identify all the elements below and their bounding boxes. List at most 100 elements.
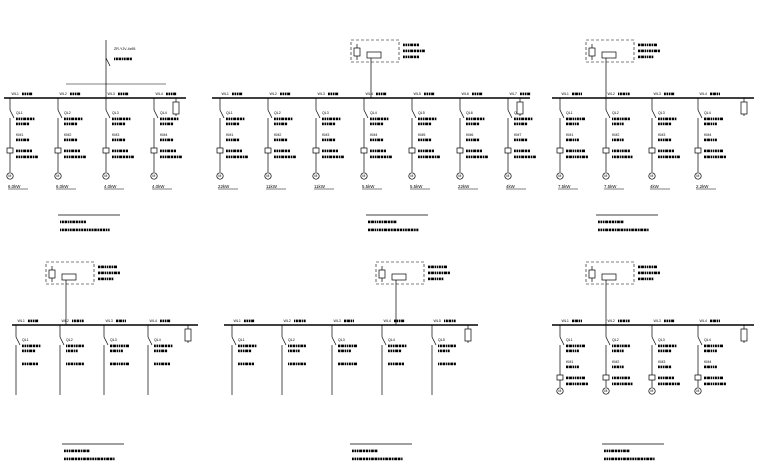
annotation-glyph: [473, 138, 477, 142]
annotation-glyph: [284, 138, 288, 142]
annotation-glyph: [245, 344, 249, 348]
annotation-glyph: [167, 149, 171, 153]
annotation-glyph: [158, 344, 161, 348]
annotation-glyph: [466, 122, 468, 126]
annotation-glyph: [106, 457, 109, 461]
annotation-glyph: [644, 49, 647, 53]
illegible-annotation: [612, 122, 624, 126]
annotation-glyph: [295, 362, 297, 366]
annotation-glyph: [353, 362, 357, 366]
annotation-glyph: [242, 362, 245, 366]
annotation-glyph: [115, 57, 118, 61]
annotation-glyph: [533, 155, 536, 159]
annotation-glyph: [77, 457, 80, 461]
annotation-glyph: [662, 344, 665, 348]
annotation-glyph: [666, 319, 668, 323]
annotation-glyph: [392, 362, 395, 366]
illegible-annotation: [638, 265, 657, 269]
motor-letter: M: [458, 174, 461, 178]
annotation-glyph: [524, 149, 528, 153]
annotation-glyph: [167, 362, 170, 366]
annotation-glyph: [395, 344, 399, 348]
annotation-glyph: [114, 155, 116, 159]
annotation-glyph: [122, 319, 125, 323]
annotation-glyph: [370, 138, 372, 142]
annotation-glyph: [479, 149, 482, 153]
annotation-glyph: [288, 349, 290, 353]
annotation-glyph: [390, 344, 392, 348]
annotation-glyph: [710, 92, 713, 96]
annotation-glyph: [431, 265, 434, 269]
illegible-annotation: [514, 155, 536, 159]
annotation-glyph: [407, 228, 411, 232]
annotation-glyph: [22, 362, 24, 366]
annotation-glyph: [621, 349, 624, 353]
annotation-glyph: [282, 92, 284, 96]
annotation-glyph: [624, 382, 627, 386]
annotation-glyph: [608, 449, 611, 453]
annotation-glyph: [112, 122, 114, 126]
annotation-glyph: [574, 117, 576, 121]
breaker-tag: QL3: [112, 111, 119, 115]
annotation-glyph: [566, 344, 569, 348]
annotation-glyph: [377, 138, 381, 142]
thermal-relay-box: [6, 147, 14, 154]
annotation-glyph: [353, 344, 357, 348]
annotation-glyph: [113, 271, 117, 275]
annotation-glyph: [66, 449, 68, 453]
annotation-glyph: [714, 365, 717, 369]
annotation-glyph: [619, 376, 621, 380]
illegible-annotation: [160, 155, 182, 159]
annotation-glyph: [668, 376, 672, 380]
annotation-glyph: [226, 122, 228, 126]
annotation-glyph: [324, 155, 326, 159]
illegible-annotation: [472, 92, 483, 96]
annotation-glyph: [303, 344, 306, 348]
annotation-glyph: [338, 349, 341, 353]
illegible-annotation: [704, 376, 723, 380]
contactor-tag: KM2: [612, 360, 619, 364]
transformer-box: [391, 273, 407, 281]
annotation-glyph: [338, 117, 341, 121]
contactor-tag: KM2: [612, 133, 619, 137]
illegible-annotation: [514, 149, 530, 153]
annotation-glyph: [377, 117, 381, 121]
annotation-glyph: [234, 92, 236, 96]
annotation-glyph: [78, 344, 81, 348]
annotation-glyph: [618, 319, 620, 323]
annotation-glyph: [72, 92, 74, 96]
annotation-glyph: [77, 449, 80, 453]
breaker-tag: QL4: [154, 338, 161, 342]
circuit-id-label: WL4: [366, 92, 373, 96]
illegible-annotation: [370, 155, 392, 159]
illegible-annotation: [704, 149, 723, 153]
annotation-glyph: [26, 92, 29, 96]
annotation-glyph: [274, 122, 276, 126]
annotation-glyph: [386, 117, 389, 121]
annotation-glyph: [627, 155, 630, 159]
annotation-glyph: [518, 155, 521, 159]
annotation-glyph: [164, 117, 167, 121]
annotation-glyph: [598, 220, 600, 224]
annotation-glyph: [120, 344, 123, 348]
annotation-glyph: [332, 117, 336, 121]
annotation-glyph: [303, 319, 306, 323]
illegible-annotation: [638, 277, 654, 281]
annotation-glyph: [651, 271, 654, 275]
annotation-glyph: [521, 155, 525, 159]
annotation-glyph: [714, 149, 717, 153]
load-rating-label: 22kW: [218, 184, 230, 189]
annotation-glyph: [648, 49, 651, 53]
annotation-glyph: [236, 155, 240, 159]
annotation-glyph: [326, 149, 329, 153]
annotation-glyph: [572, 122, 575, 126]
annotation-glyph: [326, 122, 329, 126]
annotation-glyph: [378, 228, 381, 232]
annotation-glyph: [624, 376, 627, 380]
spare-device: [184, 325, 192, 343]
illegible-annotation: [322, 155, 344, 159]
